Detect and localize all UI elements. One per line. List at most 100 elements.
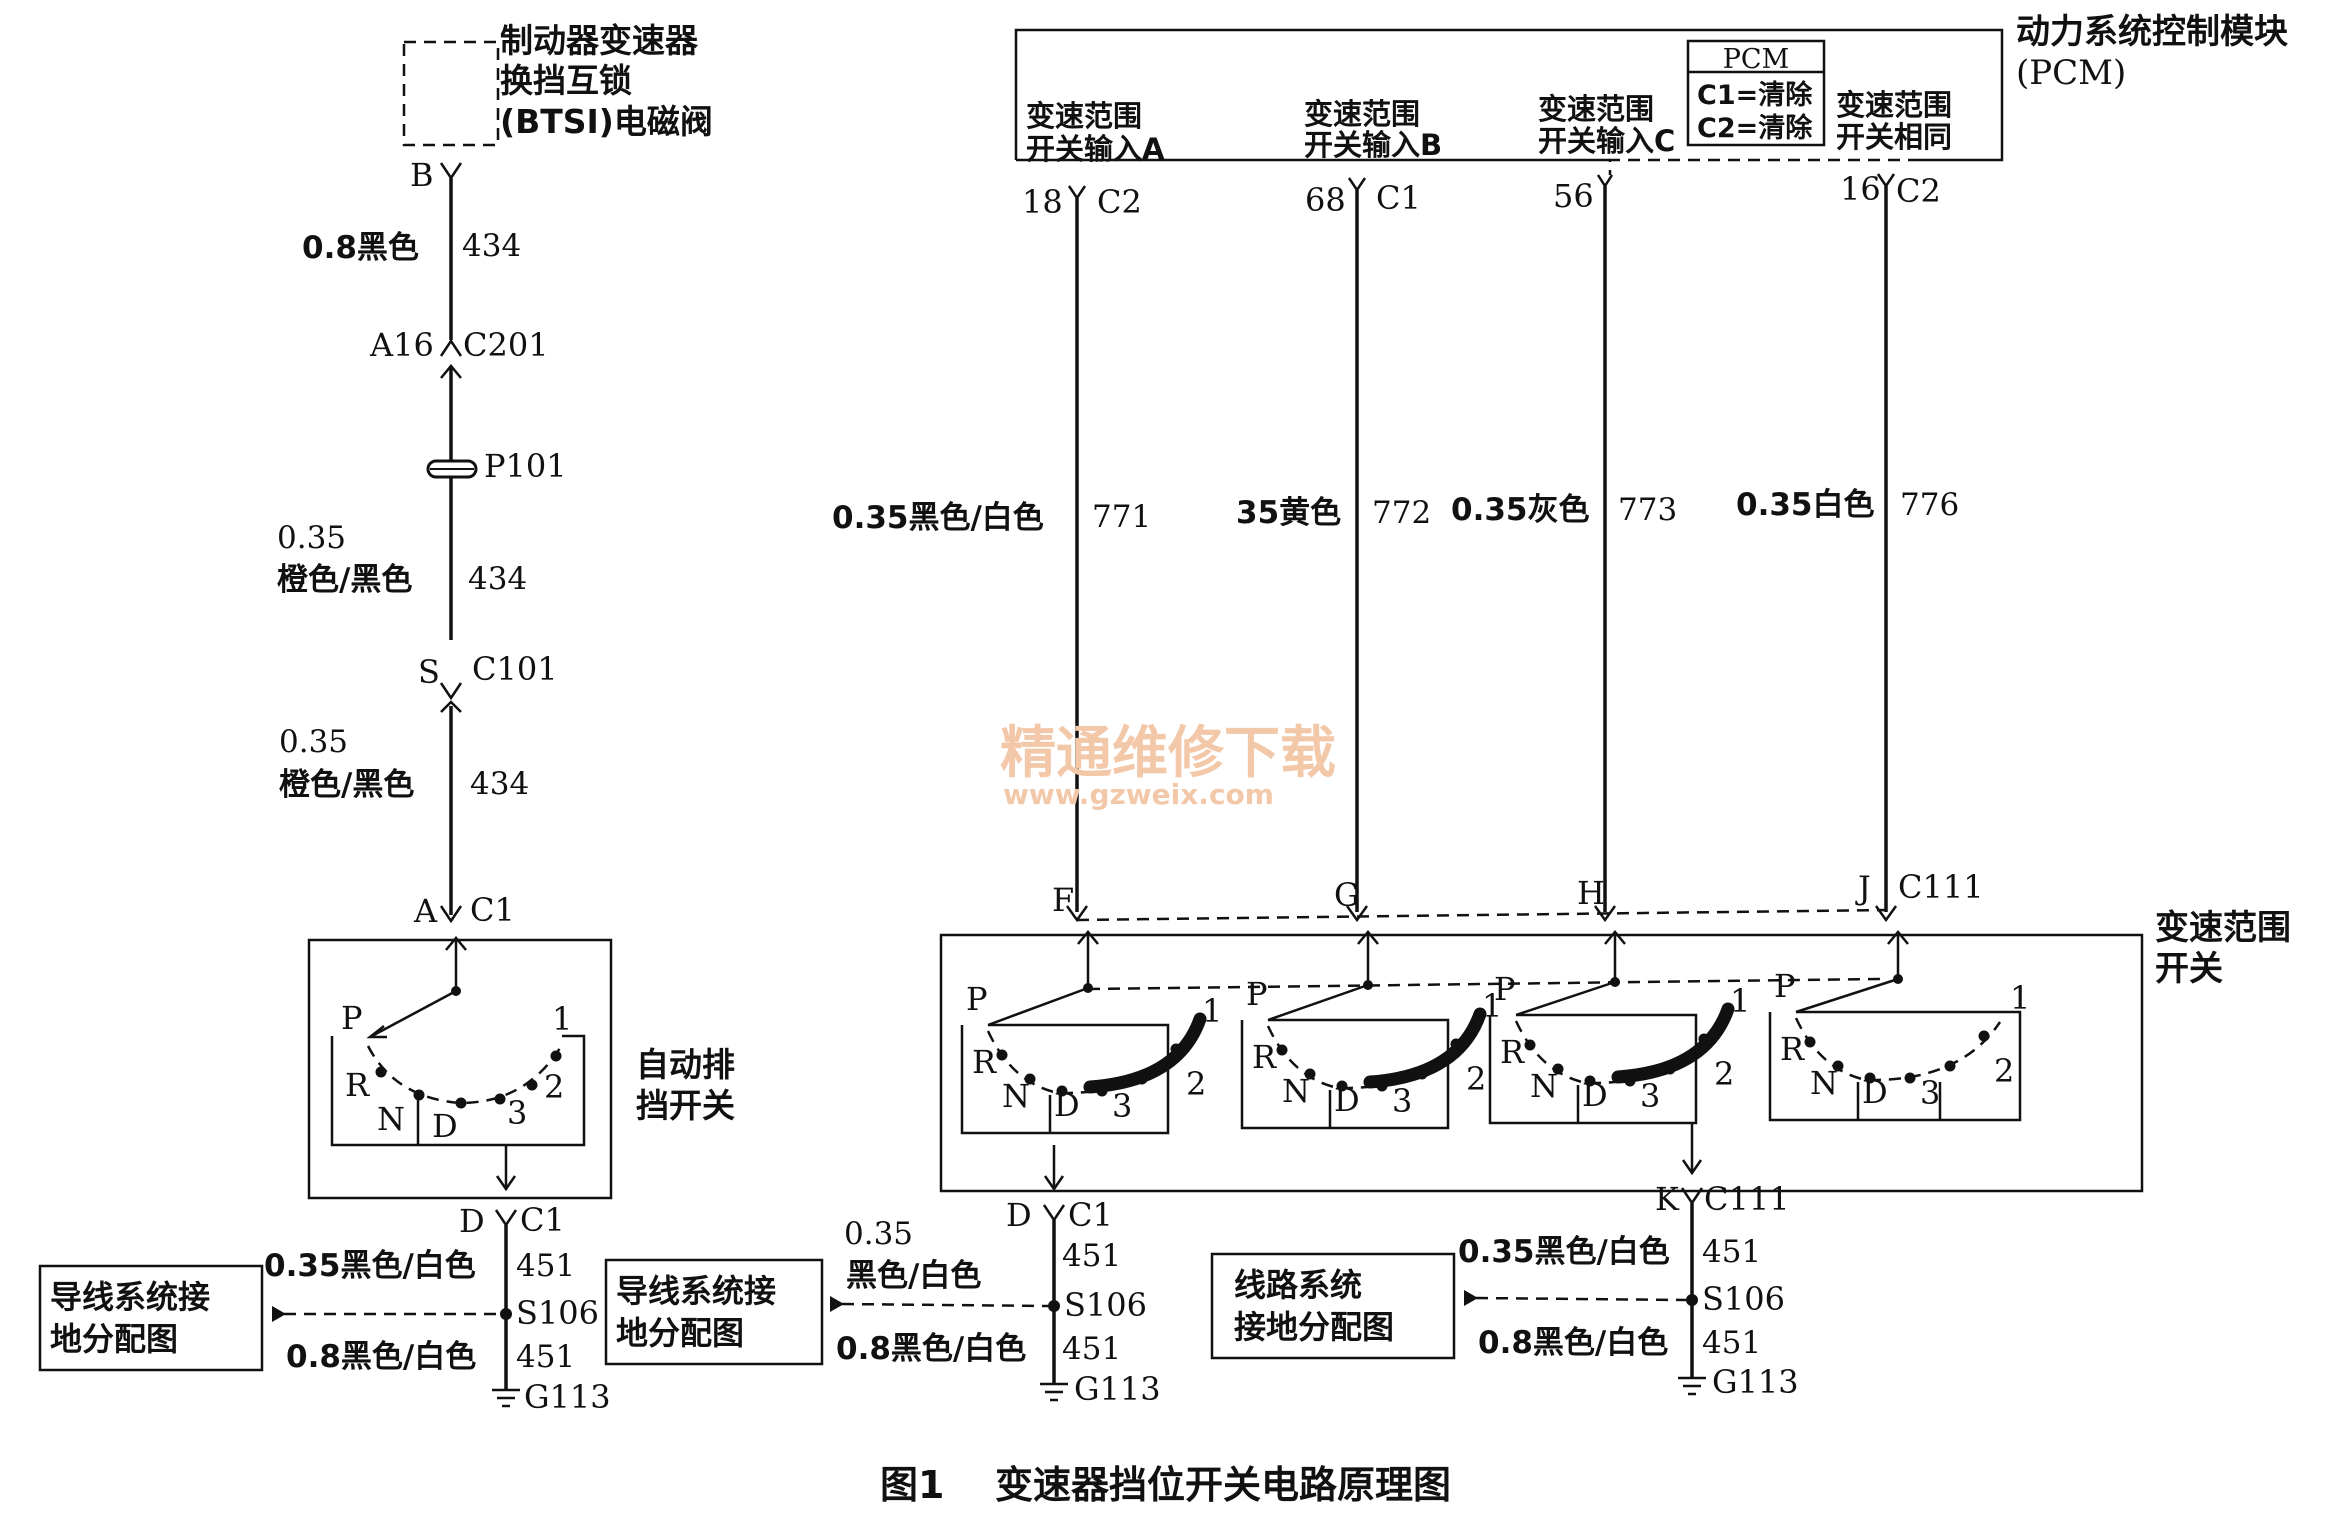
range-unit-1-pos-2: 2 — [1186, 1065, 1206, 1103]
range-right-splice-dot — [1686, 1294, 1698, 1306]
range-unit-1-contact-arm — [987, 986, 1089, 1027]
auto-switch-title-2: 挡开关 — [636, 1086, 735, 1125]
range-unit-3-dot-5 — [1698, 1033, 1710, 1045]
connector-c1-top-symbol — [439, 905, 463, 924]
pcm-conn-18: C2 — [1097, 183, 1142, 221]
c111-h-symbol — [1593, 905, 1617, 923]
range-unit-3-dot-4 — [1664, 1063, 1676, 1075]
c101-pin: S — [418, 653, 440, 691]
range-unit-3-dot-0 — [1524, 1039, 1536, 1051]
range-unit-1-dot-3 — [1096, 1085, 1108, 1097]
range-unit-4-pos-p: P — [1774, 967, 1796, 1005]
c111-g-symbol — [1345, 905, 1369, 923]
range-unit-4-pos-r: R — [1780, 1030, 1805, 1068]
btsi-solenoid-box — [402, 40, 500, 147]
range-left-conn: C1 — [1068, 1196, 1113, 1234]
auto-splice-label: S106 — [516, 1294, 599, 1332]
auto-switch-dot-r — [375, 1066, 387, 1078]
wire-772-spec: 35黄色 — [1236, 495, 1341, 531]
auto-switch-dot-n — [413, 1089, 425, 1101]
auto-switch-title-1: 自动排 — [636, 1045, 735, 1084]
auto-bottom-conn: C1 — [520, 1201, 565, 1239]
range-unit-2-pos-1: 1 — [1482, 987, 1502, 1025]
c101-label: C101 — [472, 650, 558, 688]
wire-434-size-2: 0.35 — [277, 520, 346, 556]
btsi-pin-b: B — [410, 156, 434, 194]
auto-wire-top-spec: 0.35黑色/白色 — [264, 1248, 476, 1284]
range-right-splice-ref-arrow — [1464, 1290, 1478, 1306]
pcm-pin-56: 56 — [1553, 177, 1594, 215]
pcm-legend-c2: C2=清除 — [1697, 112, 1813, 144]
wire-434-num-1: 434 — [462, 228, 521, 264]
watermark-url: www.gzweix.com — [1003, 778, 1274, 811]
range-unit-1-pos-n: N — [1002, 1077, 1030, 1115]
btsi-title-2: 换挡互锁 — [500, 61, 632, 100]
range-unit-2-pos-2: 2 — [1466, 1060, 1486, 1098]
connector-c101-bottom — [440, 700, 462, 713]
auto-pos-d: D — [432, 1107, 458, 1145]
range-unit-1-pos-3: 3 — [1112, 1087, 1132, 1125]
auto-splice-dot — [500, 1308, 512, 1320]
auto-splice-ref-arrow — [272, 1306, 286, 1322]
pcm-conn-56-symbol — [1596, 174, 1614, 189]
range-right-conn: C111 — [1704, 1180, 1790, 1218]
range-unit-2-dot-4 — [1416, 1068, 1428, 1080]
range-left-splice-dot — [1048, 1300, 1060, 1312]
range-left-wire-top-color: 黑色/白色 — [846, 1258, 981, 1294]
range-unit-3-pos-p: P — [1494, 970, 1516, 1008]
pcm-pin-68: 68 — [1305, 181, 1346, 219]
range-right-splice: S106 — [1702, 1280, 1785, 1318]
wire-773-spec: 0.35灰色 — [1451, 492, 1590, 528]
range-unit-4-pos-1: 1 — [2010, 979, 2030, 1017]
ref-box-wiring-ground-2 — [604, 1258, 824, 1366]
range-left-splice-ref-line — [841, 1302, 1049, 1308]
c111-dashed-body — [1076, 908, 1887, 922]
range-unit-4-dot-2 — [1864, 1072, 1876, 1084]
pcm-input-b-1: 变速范围 — [1304, 97, 1420, 131]
auto-switch-detent-arc — [366, 1045, 562, 1105]
range-unit-3-pos-r: R — [1500, 1033, 1525, 1071]
auto-pos-r: R — [345, 1066, 370, 1104]
ref-box-1-line-2: 地分配图 — [50, 1320, 178, 1358]
range-unit-1-plunger-arrow — [1077, 930, 1099, 945]
range-unit-3-plunger-arrow — [1604, 930, 1626, 945]
wire-434-size-3: 0.35 — [279, 724, 348, 760]
range-left-connector-symbol — [1042, 1204, 1066, 1223]
auto-bottom-pin: D — [459, 1202, 485, 1240]
auto-switch-dot-2 — [526, 1079, 538, 1091]
range-left-wire-bot-spec: 0.8黑色/白色 — [836, 1331, 1026, 1367]
wire-434-num-3: 434 — [470, 766, 529, 802]
range-unit-1-active-contact — [1083, 1012, 1207, 1094]
range-unit-1-dot-4 — [1136, 1073, 1148, 1085]
pcm-conn-16: C2 — [1896, 172, 1941, 210]
auto-ground-label: G113 — [524, 1378, 611, 1416]
pcm-input-d-1: 变速范围 — [1836, 88, 1952, 122]
range-unit-4-contact-arm — [1795, 977, 1899, 1014]
pcm-legend-title: PCM — [1723, 44, 1789, 75]
range-unit-1-pos-p: P — [966, 980, 988, 1018]
range-left-wire-bot-num: 451 — [1062, 1331, 1121, 1367]
c201-pin: A16 — [369, 326, 434, 364]
pcm-box — [1014, 28, 2004, 162]
auto-bottom-connector-symbol — [494, 1209, 518, 1228]
range-unit-1-frame — [960, 1023, 1170, 1135]
range-right-wire-bot-spec: 0.8黑色/白色 — [1478, 1325, 1668, 1361]
range-unit-4-dot-1 — [1832, 1060, 1844, 1072]
connector-b-symbol — [439, 162, 463, 181]
range-right-pin: K — [1655, 1180, 1680, 1218]
connector-c201-top — [439, 338, 463, 357]
auto-pos-n: N — [377, 1100, 405, 1138]
range-unit-4-dot-0 — [1804, 1036, 1816, 1048]
pcm-title-2: (PCM) — [2016, 53, 2126, 93]
range-unit-3-dot-1 — [1552, 1063, 1564, 1075]
range-unit-1-dot-5 — [1170, 1043, 1182, 1055]
wire-776-num: 776 — [1900, 487, 1959, 523]
range-left-wire-top-num: 451 — [1062, 1238, 1121, 1274]
pcm-conn-18-symbol — [1067, 185, 1087, 201]
auto-wire-bot-num: 451 — [516, 1339, 575, 1375]
pcm-conn-68: C1 — [1376, 179, 1421, 217]
range-unit-2-dot-5 — [1450, 1038, 1462, 1050]
range-unit-3-pos-d: D — [1582, 1076, 1608, 1114]
pcm-input-c-1: 变速范围 — [1538, 92, 1654, 126]
range-right-wire-top-num: 451 — [1702, 1234, 1761, 1270]
